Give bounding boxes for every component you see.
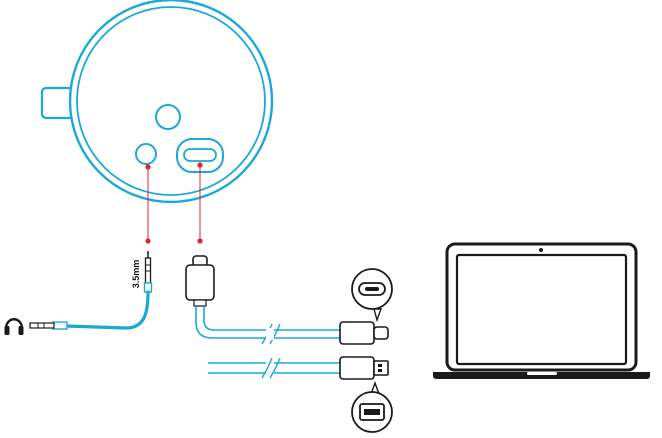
leader-lines [145, 162, 203, 244]
usb-c-plug-housing [185, 264, 215, 301]
audio-cable-wire [64, 290, 150, 330]
usb-a-plug-tip [373, 360, 389, 376]
usb-c-host-plug-housing [339, 321, 375, 345]
leader-dot [197, 162, 203, 168]
usb-a-cable [208, 356, 389, 380]
leader-dot [197, 238, 203, 244]
usb-c-host-plug-tip [373, 326, 389, 340]
headphone-plug-tip [29, 322, 55, 329]
laptop-notch [527, 372, 557, 375]
laptop-base [433, 372, 650, 379]
headphones-icon [4, 318, 24, 335]
usb-cable-wire [195, 306, 340, 339]
device-button [155, 104, 181, 130]
usb-a-plug-housing [339, 356, 375, 380]
usb-c-port-slot [183, 148, 217, 162]
usb-c-port-icon [351, 268, 393, 323]
leader-dot [145, 238, 151, 244]
audio-cable: 3.5mm [29, 251, 153, 330]
usb-c-cable [185, 255, 389, 345]
laptop-screen [455, 253, 628, 366]
audio-jack-port [135, 143, 157, 165]
laptop-icon [433, 242, 650, 379]
device-inner-ring [76, 6, 266, 196]
leader-dot [145, 164, 151, 170]
usb-a-port-icon [351, 380, 393, 433]
audio-jack-label: 3.5mm [131, 260, 141, 289]
headphone-plug-body [52, 321, 68, 330]
laptop-camera [539, 248, 543, 252]
device-body [40, 0, 274, 204]
